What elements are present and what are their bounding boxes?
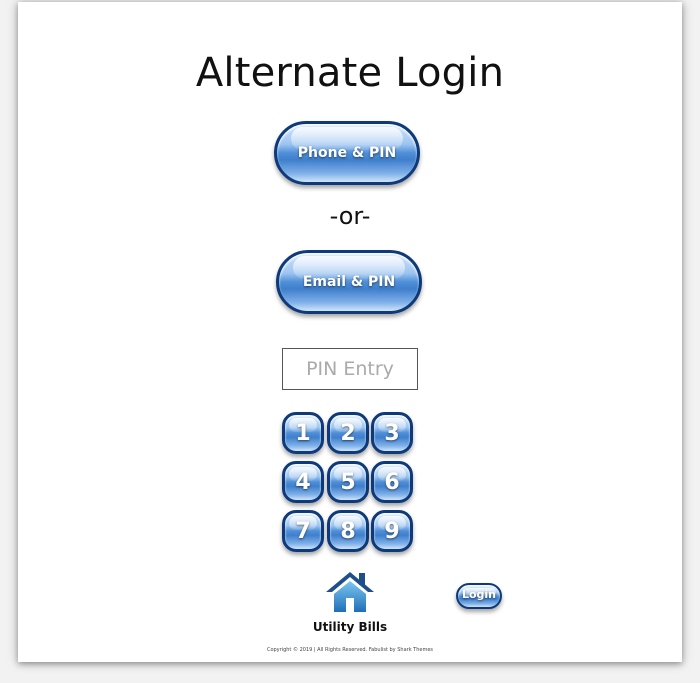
keypad-key-4[interactable]: 4 <box>282 461 324 503</box>
keypad-key-8[interactable]: 8 <box>327 510 369 552</box>
keypad-key-label: 8 <box>340 519 356 544</box>
keypad-key-label: 4 <box>295 470 311 495</box>
keypad-key-2[interactable]: 2 <box>327 412 369 454</box>
keypad-key-label: 7 <box>295 519 311 544</box>
email-pin-button-label: Email & PIN <box>302 274 396 290</box>
keypad-key-label: 9 <box>384 519 400 544</box>
keypad-key-1[interactable]: 1 <box>282 412 324 454</box>
login-card: Alternate Login Phone & PIN -or- Email &… <box>18 2 682 662</box>
page-title: Alternate Login <box>195 50 505 96</box>
phone-pin-button-label: Phone & PIN <box>297 145 397 161</box>
keypad-key-label: 3 <box>384 421 400 446</box>
keypad-key-label: 5 <box>340 470 356 495</box>
login-button-label: Login <box>461 588 497 601</box>
keypad-key-6[interactable]: 6 <box>371 461 413 503</box>
email-pin-button[interactable]: Email & PIN <box>276 250 422 314</box>
keypad-key-3[interactable]: 3 <box>371 412 413 454</box>
keypad-key-label: 1 <box>295 421 311 446</box>
brand-label: Utility Bills <box>312 620 388 634</box>
keypad-key-7[interactable]: 7 <box>282 510 324 552</box>
keypad-key-label: 2 <box>340 421 356 446</box>
phone-pin-button[interactable]: Phone & PIN <box>274 121 420 185</box>
house-icon[interactable] <box>324 570 376 614</box>
footer-copyright: Copyright © 2019 | All Rights Reserved. … <box>266 647 434 653</box>
pin-entry-input[interactable] <box>282 348 418 390</box>
keypad-key-label: 6 <box>384 470 400 495</box>
or-separator: -or- <box>329 202 371 230</box>
keypad-key-5[interactable]: 5 <box>327 461 369 503</box>
keypad-key-9[interactable]: 9 <box>371 510 413 552</box>
login-button[interactable]: Login <box>456 583 502 609</box>
